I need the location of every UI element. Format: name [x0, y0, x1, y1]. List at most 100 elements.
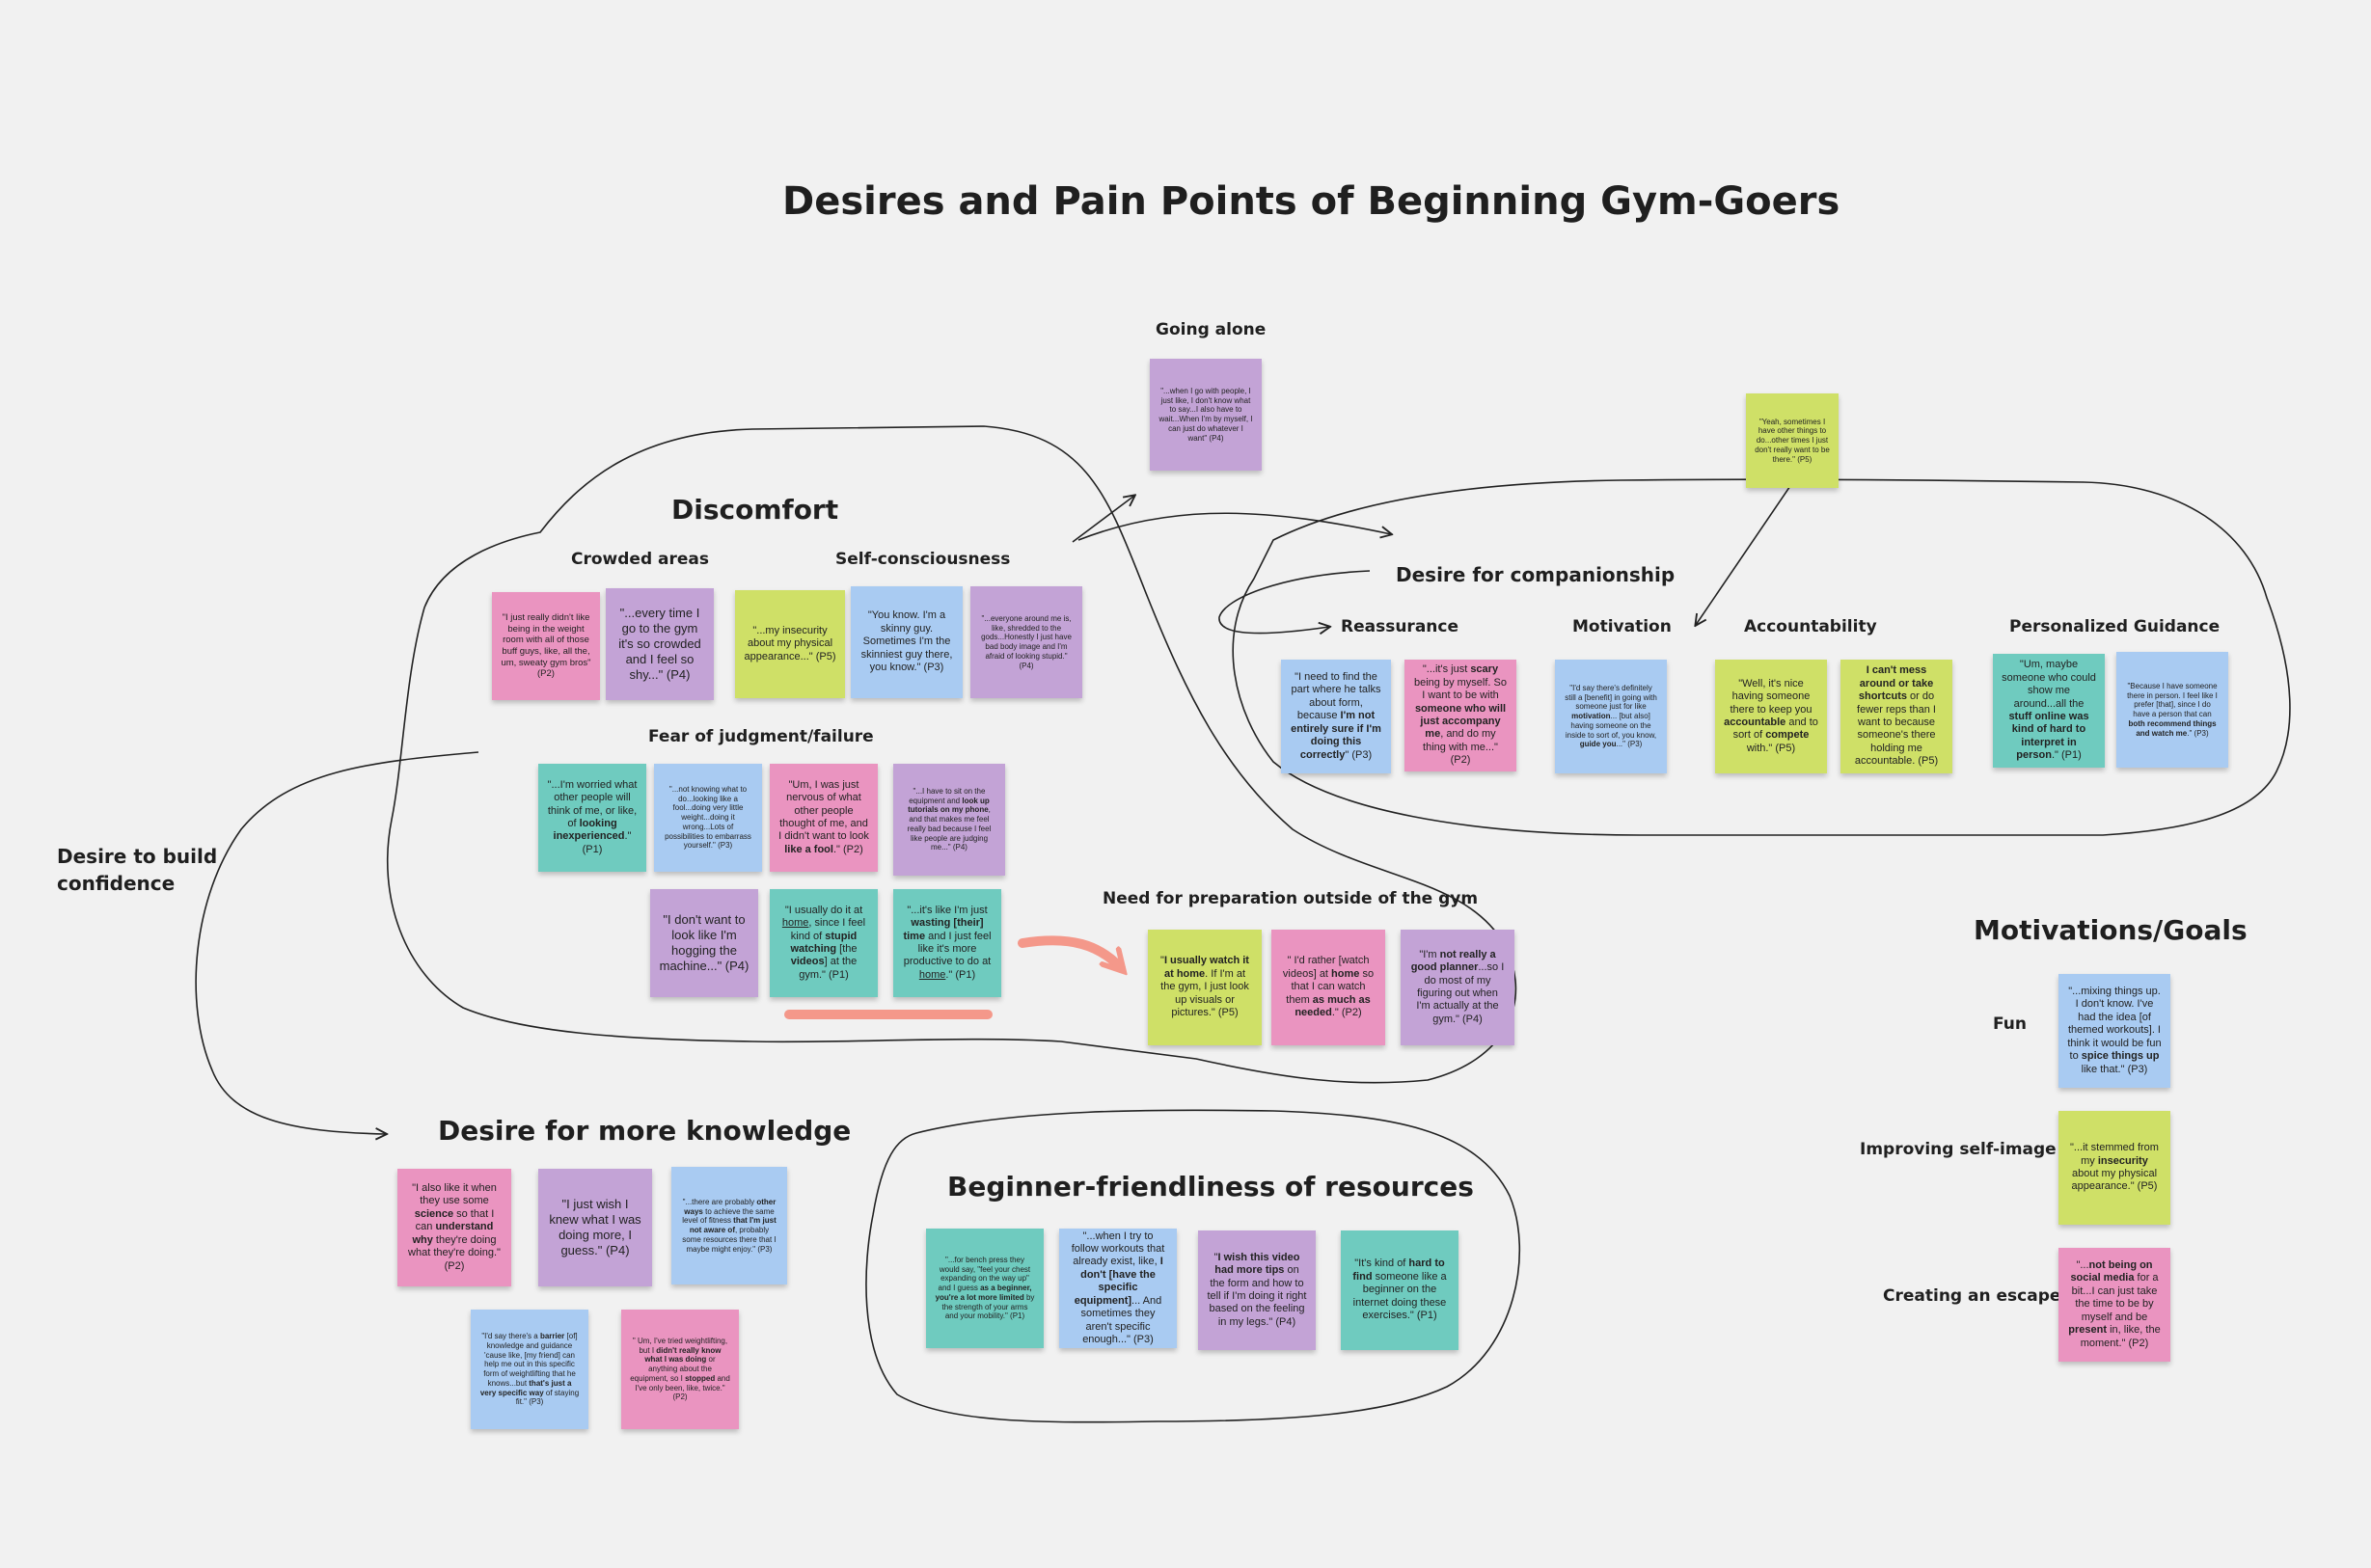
sticky-note[interactable]: "...it stemmed from my insecurity about … [2058, 1111, 2170, 1225]
sticky-note-text: "...I have to sit on the equipment and l… [907, 786, 992, 852]
sticky-note-text: "...it's like I'm just wasting [their] t… [903, 904, 992, 981]
sticky-note[interactable]: " Um, I've tried weightlifting, but I di… [621, 1310, 739, 1429]
sticky-note-text: "I'd say there's a barrier [of] knowledg… [479, 1332, 580, 1407]
sticky-note[interactable]: "Um, I was just nervous of what other pe… [770, 764, 878, 872]
sticky-note[interactable]: "...when I go with people, I just like, … [1150, 359, 1262, 471]
sticky-note[interactable]: "I usually do it at home, since I feel k… [770, 889, 878, 997]
sticky-note[interactable]: "Well, it's nice having someone there to… [1715, 660, 1827, 773]
sticky-note-text: I can't mess around or take shortcuts or… [1854, 664, 1939, 768]
sticky-note-text: "I don't want to look like I'm hogging t… [659, 912, 749, 973]
sticky-note[interactable]: "I also like it when they use some scien… [397, 1169, 511, 1286]
sticky-note-text: "...when I go with people, I just like, … [1158, 386, 1253, 443]
crowded-heading: Crowded areas [571, 550, 710, 569]
sticky-note[interactable]: "I just wish I knew what I was doing mor… [538, 1169, 652, 1286]
accountability-heading: Accountability [1744, 617, 1877, 636]
sticky-note[interactable]: "...for bench press they would say, "fee… [926, 1229, 1044, 1348]
sticky-note-text: "I usually do it at home, since I feel k… [781, 904, 866, 981]
fear-heading: Fear of judgment/failure [648, 727, 874, 746]
sticky-note-text: "...it stemmed from my insecurity about … [2070, 1142, 2159, 1193]
sticky-note-text: " I'd rather [watch videos] at home so t… [1282, 955, 1375, 1019]
going-alone-heading: Going alone [1156, 320, 1267, 339]
sticky-note-text: "...everyone around me is, like, shredde… [981, 613, 1072, 670]
sticky-note[interactable]: "I don't want to look like I'm hogging t… [650, 889, 758, 997]
escape-heading: Creating an escape [1883, 1286, 2061, 1306]
beginner-outline [865, 1109, 1521, 1423]
sticky-note-text: "...my insecurity about my physical appe… [744, 624, 836, 662]
sticky-note[interactable]: "...it's just scary being by myself. So … [1404, 660, 1516, 771]
salmon-arrow [1018, 935, 1121, 968]
sticky-note[interactable]: "I usually watch it at home. If I'm at t… [1148, 930, 1262, 1045]
sticky-note[interactable]: "Yeah, sometimes I have other things to … [1746, 393, 1839, 488]
sticky-note-text: "Yeah, sometimes I have other things to … [1755, 417, 1830, 464]
sticky-note-text: "...every time I go to the gym it's so c… [618, 606, 701, 682]
top-note-motivation-arrow [1696, 479, 1795, 625]
companionship-heading: Desire for companionship [1396, 563, 1676, 586]
sticky-note[interactable]: "...there are probably other ways to ach… [671, 1167, 787, 1284]
sticky-note[interactable]: "...every time I go to the gym it's so c… [606, 588, 714, 700]
sticky-note[interactable]: "Because I have someone there in person.… [2116, 652, 2228, 768]
preparation-heading: Need for preparation outside of the gym [1103, 889, 1479, 908]
sticky-note[interactable]: "I need to find the part where he talks … [1281, 660, 1391, 773]
sticky-note[interactable]: "I'd say there's a barrier [of] knowledg… [471, 1310, 588, 1429]
sticky-note-text: "...it's just scary being by myself. So … [1414, 663, 1507, 767]
sticky-note-text: "Because I have someone there in person.… [2127, 681, 2218, 738]
sticky-note-text: "...for bench press they would say, "fee… [935, 1255, 1035, 1321]
sticky-note-text: "I just wish I knew what I was doing mor… [549, 1197, 641, 1257]
sticky-note-text: "...when I try to follow workouts that a… [1071, 1230, 1165, 1345]
sticky-note-text: "I usually watch it at home. If I'm at t… [1160, 955, 1249, 1019]
sticky-note[interactable]: "Um, maybe someone who could show me aro… [1993, 654, 2105, 768]
sticky-note[interactable]: "I'd say there's definitely still a [ben… [1555, 660, 1667, 773]
sticky-note-text: "...not knowing what to do...looking lik… [665, 784, 751, 851]
going-alone-arrow [1072, 496, 1134, 543]
fun-heading: Fun [1993, 1014, 2027, 1034]
sticky-note-text: "Well, it's nice having someone there to… [1724, 677, 1818, 754]
sticky-note-text: "...mixing things up. I don't know. I've… [2067, 986, 2162, 1075]
sticky-note-text: "...there are probably other ways to ach… [682, 1197, 777, 1254]
companionship-loop-arrow [1218, 570, 1371, 634]
discomfort-companionship-arrow [1077, 512, 1391, 541]
sticky-note[interactable]: "It's kind of hard to find someone like … [1341, 1230, 1458, 1350]
sticky-note-text: "I'm not really a good planner...so I do… [1410, 948, 1505, 1025]
sticky-note[interactable]: " I'd rather [watch videos] at home so t… [1271, 930, 1385, 1045]
sticky-note[interactable]: "...not being on social media for a bit.… [2058, 1248, 2170, 1362]
confidence-arrow [195, 751, 479, 1134]
sticky-note[interactable]: "...it's like I'm just wasting [their] t… [893, 889, 1001, 997]
confidence-heading: Desire to build confidence [57, 845, 218, 895]
sticky-note[interactable]: "...everyone around me is, like, shredde… [970, 586, 1082, 698]
sticky-note-text: "I'd say there's definitely still a [ben… [1565, 683, 1657, 749]
sticky-note-text: "...I'm worried what other people will t… [547, 778, 638, 855]
sticky-note-text: " Um, I've tried weightlifting, but I di… [630, 1336, 730, 1402]
sticky-note[interactable]: "...I'm worried what other people will t… [538, 764, 646, 872]
sticky-note[interactable]: "I wish this video had more tips on the … [1198, 1230, 1316, 1350]
motivations-goals-heading: Motivations/Goals [1974, 914, 2248, 946]
sticky-note[interactable]: "...when I try to follow workouts that a… [1059, 1229, 1177, 1348]
sticky-note-text: "It's kind of hard to find someone like … [1352, 1257, 1447, 1322]
sticky-note-text: "I wish this video had more tips on the … [1207, 1251, 1307, 1328]
sticky-note-text: "Um, maybe someone who could show me aro… [2002, 659, 2096, 762]
sticky-note-text: "I also like it when they use some scien… [408, 1182, 501, 1272]
sticky-note-text: "You know. I'm a skinny guy. Sometimes I… [860, 609, 953, 674]
sticky-note[interactable]: "You know. I'm a skinny guy. Sometimes I… [851, 586, 963, 698]
board-title: Desires and Pain Points of Beginning Gym… [782, 179, 1840, 224]
sticky-note[interactable]: "...not knowing what to do...looking lik… [654, 764, 762, 872]
companionship-outline [1232, 478, 2291, 836]
selfconscious-heading: Self-consciousness [835, 550, 1011, 569]
self-image-heading: Improving self-image [1860, 1140, 2057, 1159]
knowledge-heading: Desire for more knowledge [438, 1115, 852, 1147]
sticky-note[interactable]: "I just really didn't like being in the … [492, 592, 600, 700]
sticky-note-text: "...not being on social media for a bit.… [2068, 1259, 2161, 1349]
sticky-note[interactable]: "...I have to sit on the equipment and l… [893, 764, 1005, 876]
sticky-note[interactable]: "...my insecurity about my physical appe… [735, 590, 845, 698]
sticky-note[interactable]: I can't mess around or take shortcuts or… [1840, 660, 1952, 773]
sticky-note-text: "Um, I was just nervous of what other pe… [778, 778, 869, 855]
guidance-heading: Personalized Guidance [2009, 617, 2221, 636]
motivation-heading: Motivation [1572, 617, 1672, 636]
sticky-note[interactable]: "...mixing things up. I don't know. I've… [2058, 974, 2170, 1088]
discomfort-heading: Discomfort [671, 494, 839, 526]
reassurance-heading: Reassurance [1341, 617, 1458, 636]
sticky-note-text: "I need to find the part where he talks … [1291, 671, 1381, 761]
sticky-note[interactable]: "I'm not really a good planner...so I do… [1401, 930, 1514, 1045]
sticky-note-text: "I just really didn't like being in the … [501, 612, 591, 680]
beginner-heading: Beginner-friendliness of resources [947, 1171, 1474, 1203]
